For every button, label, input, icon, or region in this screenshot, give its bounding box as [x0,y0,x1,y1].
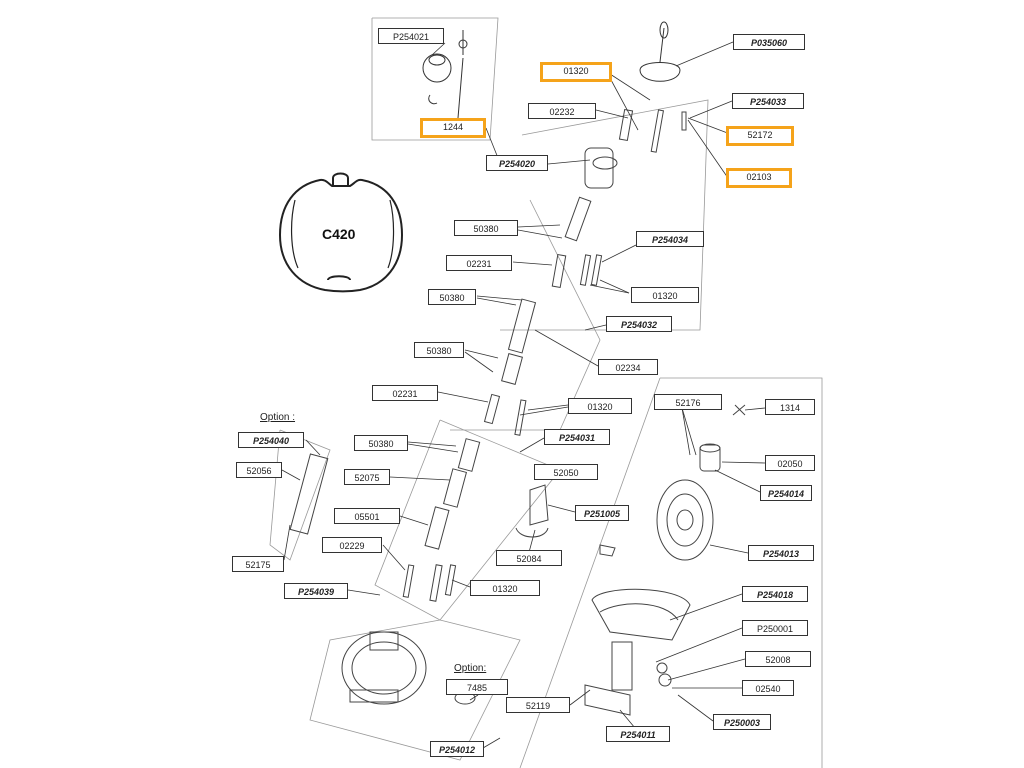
part-label-p251005[interactable]: P251005 [575,505,629,521]
part-label-1314[interactable]: 1314 [765,399,815,415]
part-label-50380-d[interactable]: 50380 [354,435,408,451]
part-label-02229[interactable]: 02229 [322,537,382,553]
part-label-52172[interactable]: 52172 [726,126,794,146]
part-label-01320-d[interactable]: 01320 [470,580,540,596]
part-label-01320-c[interactable]: 01320 [568,398,632,414]
option-caption-left: Option : [260,412,296,423]
part-label-52176[interactable]: 52176 [654,394,722,410]
part-label-p254031[interactable]: P254031 [544,429,610,445]
part-label-05501[interactable]: 05501 [334,508,400,524]
part-label-02231-b[interactable]: 02231 [372,385,438,401]
part-label-02103[interactable]: 02103 [726,168,792,188]
part-label-52119[interactable]: 52119 [506,697,570,713]
part-label-p254011[interactable]: P254011 [606,726,670,742]
part-label-01320-b[interactable]: 01320 [631,287,699,303]
option-caption-bottom: Option: [454,663,487,674]
c420-profile-drawing [278,172,404,293]
top-cap-assembly [422,30,468,119]
part-label-02050[interactable]: 02050 [765,455,815,471]
part-label-p254032[interactable]: P254032 [606,316,672,332]
profile-name-label: C420 [322,226,356,242]
part-label-1244[interactable]: 1244 [420,118,486,138]
mast-sections [289,196,603,602]
part-label-p254013[interactable]: P254013 [748,545,814,561]
part-label-02540[interactable]: 02540 [742,680,794,696]
part-label-50380-c[interactable]: 50380 [414,342,464,358]
part-label-50380-b[interactable]: 50380 [428,289,476,305]
winch-drawing [341,631,476,705]
handle-drawing [639,21,681,82]
part-label-52075[interactable]: 52075 [344,469,390,485]
part-label-02234[interactable]: 02234 [598,359,658,375]
part-label-p254014[interactable]: P254014 [760,485,812,501]
part-label-01320-top[interactable]: 01320 [540,62,612,82]
right-components [515,404,746,561]
part-label-02231-a[interactable]: 02231 [446,255,512,271]
part-label-p250001[interactable]: P250001 [742,620,808,636]
part-label-p254018[interactable]: P254018 [742,586,808,602]
part-label-p254034[interactable]: P254034 [636,231,704,247]
panel-outlines [269,17,823,768]
part-label-p254012[interactable]: P254012 [430,741,484,757]
upper-rods [584,108,687,189]
part-label-52050[interactable]: 52050 [534,464,598,480]
part-label-p250003[interactable]: P250003 [713,714,771,730]
part-label-52175[interactable]: 52175 [232,556,284,572]
part-label-p035060[interactable]: P035060 [733,34,805,50]
part-label-p254033[interactable]: P254033 [732,93,804,109]
part-label-p254039[interactable]: P254039 [284,583,348,599]
part-label-50380-a[interactable]: 50380 [454,220,518,236]
part-label-52056[interactable]: 52056 [236,462,282,478]
leader-lines [281,41,766,749]
part-label-52084[interactable]: 52084 [496,550,562,566]
part-label-p254021[interactable]: P254021 [378,28,444,44]
part-label-p254040[interactable]: P254040 [238,432,304,448]
part-label-02232[interactable]: 02232 [528,103,596,119]
part-label-52008[interactable]: 52008 [745,651,811,667]
part-label-7485[interactable]: 7485 [446,679,508,695]
frame-assembly [584,588,691,716]
part-label-p254020[interactable]: P254020 [486,155,548,171]
